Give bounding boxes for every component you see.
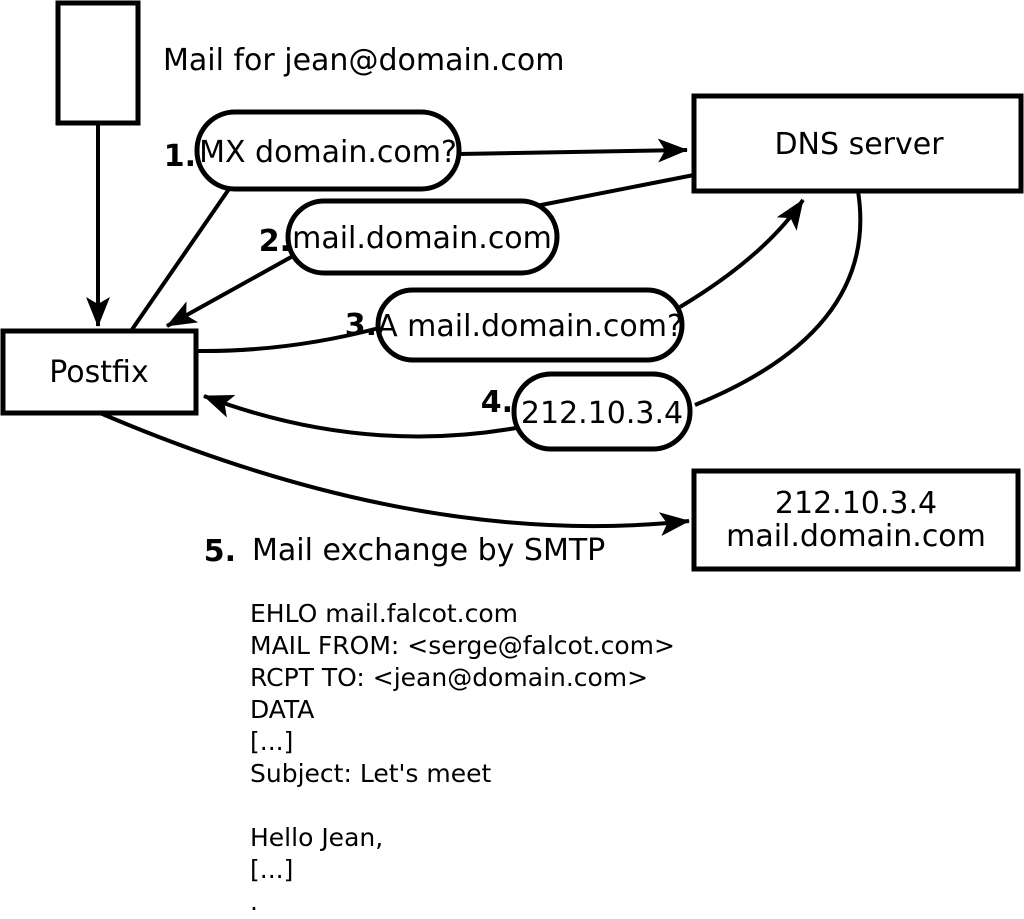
step4-pill — [511, 371, 693, 452]
smtp-line: RCPT TO: <jean@domain.com> — [250, 663, 648, 692]
dns-server-node — [691, 93, 1024, 194]
step1-label: MX domain.com? — [199, 135, 457, 170]
step1-pill — [194, 109, 462, 192]
arrow-query1-to-dns — [458, 138, 688, 163]
line-dns-to-answer4 — [694, 190, 863, 407]
postfix-label: Postfix — [49, 355, 148, 390]
smtp-line: EHLO mail.falcot.com — [250, 599, 518, 628]
step1-number: 1. — [164, 139, 196, 174]
step2-pill — [285, 198, 560, 276]
line-postfix-to-query1 — [129, 187, 231, 333]
smtp-line: MAIL FROM: <serge@falcot.com> — [250, 631, 675, 660]
mail-note-label: Mail for jean@domain.com — [163, 43, 564, 78]
smtp-line: Subject: Let's meet — [250, 759, 491, 788]
step5-number: 5. — [204, 534, 236, 569]
arrow-answer4-to-postfix — [203, 394, 517, 439]
step5-label: Mail exchange by SMTP — [252, 533, 605, 568]
smtp-line: [...] — [250, 855, 293, 884]
step2-label: mail.domain.com — [292, 221, 552, 256]
step4-number: 4. — [481, 385, 513, 420]
smtp-line: Hello Jean, — [250, 823, 383, 852]
postfix-node — [0, 328, 199, 416]
smtp-line: . — [250, 887, 258, 916]
line-postfix-to-query3 — [195, 326, 380, 354]
step3-pill — [375, 287, 685, 363]
step3-number: 3. — [345, 308, 377, 343]
dns-server-label: DNS server — [774, 127, 944, 162]
step4-label: 212.10.3.4 — [521, 396, 683, 431]
mail-server-label-line1: 212.10.3.4 — [775, 486, 937, 521]
line-dns-to-answer2 — [535, 173, 695, 208]
smtp-session-block: EHLO mail.falcot.com MAIL FROM: <serge@f… — [250, 599, 675, 916]
mail-message-node — [55, 0, 141, 126]
step2-number: 2. — [259, 224, 291, 259]
arrow-query3-to-dns — [678, 198, 805, 309]
smtp-line: [...] — [250, 727, 293, 756]
mail-server-label-line2: mail.domain.com — [726, 519, 986, 554]
smtp-line: DATA — [250, 695, 314, 724]
step3-label: A mail.domain.com? — [377, 309, 683, 344]
arrow-answer2-to-postfix — [166, 254, 294, 328]
arrow-postfix-to-mailserver-smtp — [99, 411, 690, 537]
mail-server-node — [691, 468, 1021, 572]
